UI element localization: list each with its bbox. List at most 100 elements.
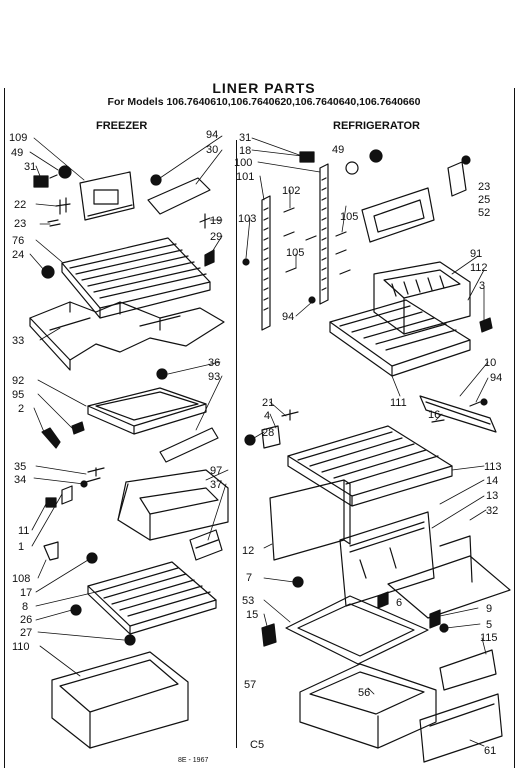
part-label: 93 [208,371,220,383]
freezer-screw-19 [199,213,211,229]
part-label: 29 [210,231,222,243]
part-label: 3 [479,280,485,292]
crisper-drawer-left [269,479,351,561]
part-label: 4 [264,410,270,422]
shelf-knob-27 [124,634,136,646]
part-label: 105 [340,211,358,223]
freezer-light-socket [33,175,49,188]
part-label: 32 [486,505,498,517]
part-label: 110 [12,641,30,653]
part-label: 76 [12,235,24,247]
part-label: 49 [11,147,23,159]
part-label: 2 [18,403,24,415]
part-label: 34 [14,474,26,486]
bracket-15 [261,623,277,647]
part-label: 56 [358,687,370,699]
part-label: 22 [14,199,26,211]
shelf-supports-102-105 [242,207,351,304]
part-label: 8 [22,601,28,613]
freezer-light-cover [147,174,211,215]
part-label: 5 [486,619,492,631]
refrigerator-light-socket [299,149,383,175]
freezer-trim-93 [159,427,219,463]
part-label: 33 [12,335,24,347]
model-numbers: For Models 106.7640610,106.7640620,106.7… [107,96,421,108]
shelf-ladder-100 [319,163,329,305]
knob-17 [86,552,98,564]
part-label: 18 [239,145,251,157]
refrigerator-heading: REFRIGERATOR [333,120,420,132]
footer-ref: 8E - 1967 [178,757,208,764]
part-label: 31 [239,132,251,144]
freezer-shelf-bracket-29 [204,249,215,267]
part-label: 94 [282,311,294,323]
part-label: 112 [470,262,488,274]
part-label: 95 [12,389,24,401]
part-label: 7 [246,572,252,584]
part-label: 21 [262,397,274,409]
part-label: 19 [210,215,222,227]
part-label: 109 [9,132,27,144]
part-label: 28 [262,427,274,439]
refrigerator-hinge-23-25 [447,155,471,197]
bucket-part-37 [189,529,223,561]
shelf-ladder-101 [261,195,271,331]
meat-pan-cover [285,595,429,665]
freezer-control-housing [79,171,135,221]
crisper-drawer-right [339,511,435,607]
part-label: 105 [286,247,304,259]
freezer-hinge-brackets [47,197,71,227]
part-label: 113 [484,461,502,473]
part-label: 111 [390,397,407,409]
part-label: 94 [490,372,502,384]
part-label: 24 [12,249,24,261]
part-label: 92 [12,375,24,387]
screws-16-94 [431,398,488,423]
part-label: 91 [470,248,482,260]
part-label: 26 [20,614,32,626]
center-divider-line [236,140,237,748]
bracket-108 [43,541,59,561]
part-label: 11 [18,525,29,537]
part-label: 23 [14,218,26,230]
freezer-tray [87,387,207,435]
part-label: 49 [332,144,344,156]
freezer-bottom-bin [51,651,189,749]
meat-pan [299,663,437,749]
part-label: 6 [396,597,402,609]
freezer-shelf-channel [29,301,225,371]
part-label: 15 [246,609,258,621]
shelf-support-knob-24 [41,265,55,279]
part-label: 23 [478,181,490,193]
part-label: 16 [428,409,440,421]
footer-code: C5 [250,739,264,751]
pan-front-115 [439,649,497,691]
right-frame-line [514,88,515,768]
left-frame-line [4,88,5,768]
part-3 [479,317,493,333]
part-label: 1 [18,541,24,553]
part-label: 100 [234,157,252,169]
freezer-light-bulb [49,165,72,179]
part-label: 12 [242,545,254,557]
freezer-wire-shelf-top [61,237,211,319]
freezer-wire-shelf-lower [87,561,217,635]
part-label: 14 [486,475,498,487]
part-label: 13 [486,490,498,502]
part-label: 9 [486,603,492,615]
part-label: 17 [20,587,32,599]
part-label: 37 [210,479,222,491]
part-label: 52 [478,207,490,219]
part-label: 30 [206,144,218,156]
clips-6-9-5 [377,591,449,633]
part-label: 31 [24,161,36,173]
part-label: 61 [484,745,496,757]
shelf-rail-10 [419,395,497,433]
part-label: 108 [12,573,30,585]
part-label: 103 [238,213,256,225]
page-title: LINER PARTS [212,80,316,96]
part-label: 35 [14,461,26,473]
clips-11-1 [45,485,73,508]
